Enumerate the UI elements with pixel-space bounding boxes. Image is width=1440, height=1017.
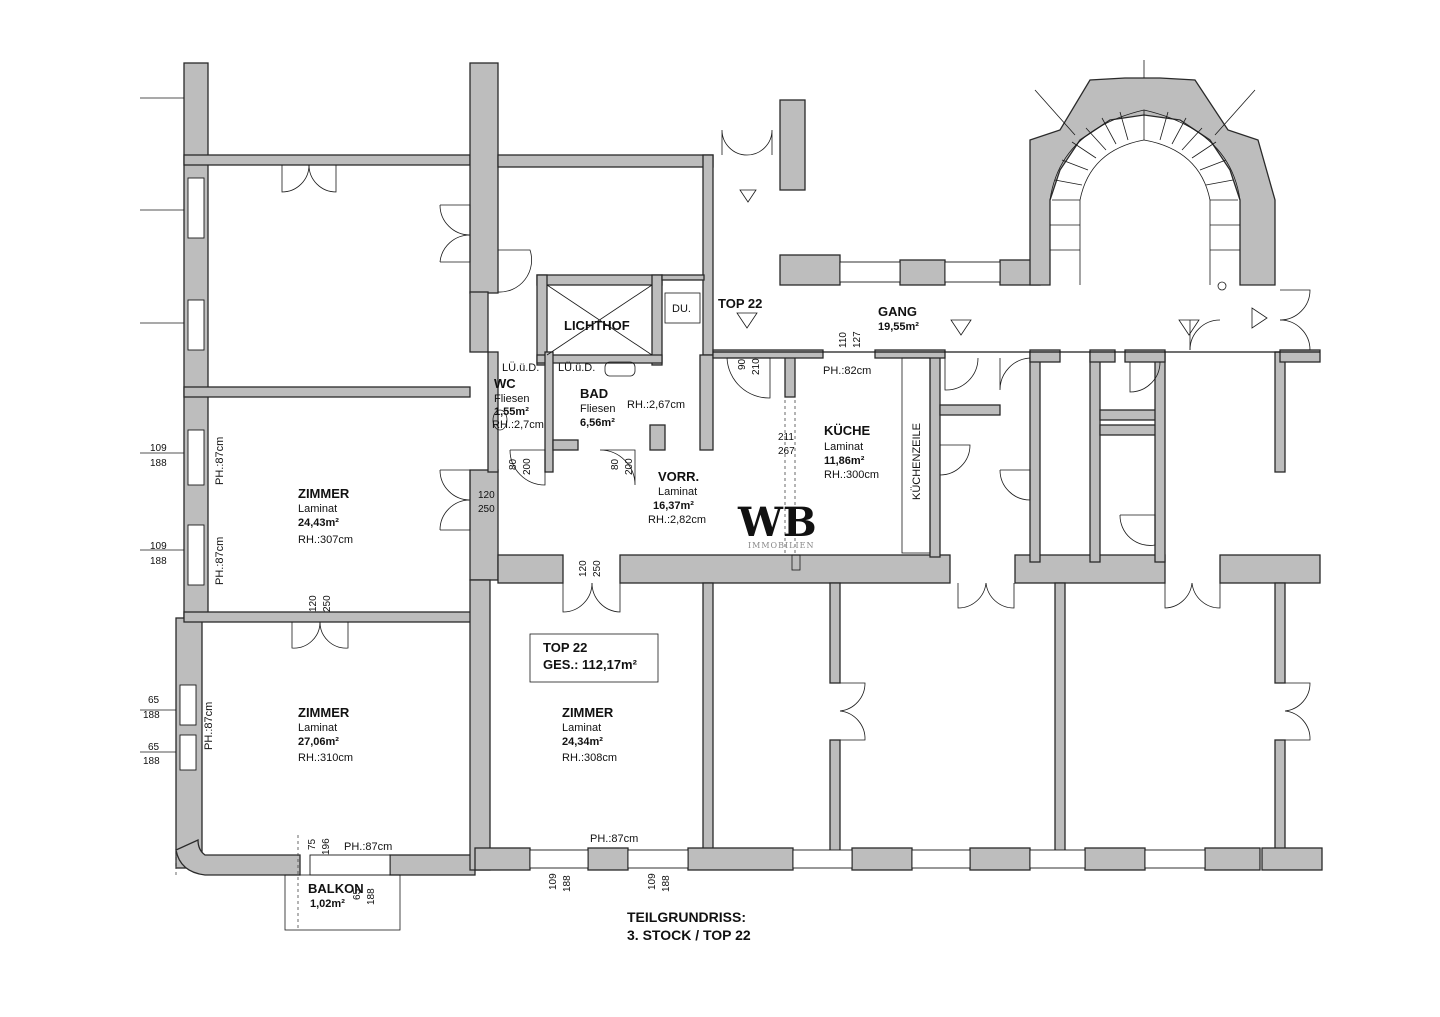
zimmer2-rh: RH.:310cm (298, 752, 353, 764)
bad-area: 6,56m² (580, 417, 615, 429)
svg-text:200: 200 (624, 458, 635, 475)
vorr-area: 16,37m² (653, 500, 694, 512)
svg-text:110: 110 (838, 332, 849, 348)
svg-text:65: 65 (148, 695, 160, 706)
du-name: DU. (672, 303, 691, 315)
svg-text:75: 75 (307, 838, 318, 850)
svg-text:109: 109 (150, 541, 167, 552)
zimmer1-ph-upper: PH.:87cm (214, 437, 226, 485)
zimmer1-rh: RH.:307cm (298, 534, 353, 546)
zimmer3-floor: Laminat (562, 722, 601, 734)
svg-text:196: 196 (321, 838, 332, 855)
svg-text:210: 210 (751, 358, 762, 375)
zimmer1-ph-lower: PH.:87cm (214, 537, 226, 585)
svg-text:188: 188 (661, 875, 672, 892)
svg-text:109: 109 (647, 873, 658, 890)
svg-text:211: 211 (778, 432, 794, 443)
vorr-floor: Laminat (658, 486, 697, 498)
walls (175, 62, 1323, 876)
logo: WB IMMOBILIEN (737, 499, 817, 550)
svg-text:65: 65 (352, 888, 363, 900)
balkon-area: 1,02m² (310, 898, 345, 910)
svg-text:188: 188 (150, 458, 167, 469)
kueche-rh: RH.:300cm (824, 469, 879, 481)
zimmer1-name: ZIMMER (298, 486, 350, 501)
zimmer2-area: 27,06m² (298, 736, 339, 748)
kueche-name: KÜCHE (824, 423, 871, 438)
svg-text:267: 267 (778, 446, 795, 457)
bad-name: BAD (580, 386, 608, 401)
zimmer2-ph: PH.:87cm (203, 702, 215, 750)
svg-text:90: 90 (737, 358, 748, 370)
bad-lud: LÜ.ü.D. (558, 362, 595, 374)
wc-area: 1,55m² (494, 406, 529, 418)
plan-title-line2: 3. STOCK / TOP 22 (627, 927, 751, 943)
svg-text:250: 250 (478, 504, 495, 515)
svg-text:120: 120 (578, 560, 589, 577)
svg-text:80: 80 (508, 458, 519, 470)
lichthof-name: LICHTHOF (564, 318, 630, 333)
svg-text:80: 80 (610, 458, 621, 470)
logo-subtitle: IMMOBILIEN (748, 541, 814, 550)
kueche-floor: Laminat (824, 441, 863, 453)
wc-floor: Fliesen (494, 393, 529, 405)
svg-text:109: 109 (548, 873, 559, 890)
gang-name: GANG (878, 304, 917, 319)
top22-label: TOP 22 (718, 296, 762, 311)
svg-text:250: 250 (592, 560, 603, 577)
svg-text:250: 250 (322, 595, 333, 612)
wc-lud: LÜ.ü.D. (502, 362, 539, 374)
logo-mark: WB (737, 499, 817, 546)
svg-text:188: 188 (143, 756, 160, 767)
svg-text:188: 188 (143, 710, 160, 721)
room-labels: TOP 22 GANG 19,55m² LICHTHOF DU. LÜ.ü.D.… (203, 296, 923, 943)
zimmer1-floor: Laminat (298, 503, 337, 515)
windows (179, 177, 1206, 876)
vorr-rh: RH.:2,82cm (648, 514, 706, 526)
wc-name: WC (494, 376, 516, 391)
zimmer3-ph: PH.:87cm (590, 833, 638, 845)
svg-text:188: 188 (150, 556, 167, 567)
kuechenzeile-label: KÜCHENZEILE (911, 423, 923, 500)
plan-title-line1: TEILGRUNDRISS: (627, 909, 746, 925)
zimmer3-name: ZIMMER (562, 705, 614, 720)
svg-text:200: 200 (522, 458, 533, 475)
wc-rh: RH.:2,7cm (492, 419, 544, 431)
bad-floor: Fliesen (580, 403, 615, 415)
svg-text:109: 109 (150, 443, 167, 454)
svg-text:65: 65 (148, 742, 160, 753)
zimmer1-area: 24,43m² (298, 517, 339, 529)
zimmer2-floor: Laminat (298, 722, 337, 734)
kueche-ph: PH.:82cm (823, 365, 871, 377)
kueche-area: 11,86m² (824, 455, 865, 467)
zimmer2-name: ZIMMER (298, 705, 350, 720)
doors (281, 129, 1311, 741)
gang-area: 19,55m² (878, 321, 919, 333)
summary-top: TOP 22 (543, 640, 587, 655)
vorr-name: VORR. (658, 469, 699, 484)
svg-text:120: 120 (308, 595, 319, 612)
balkon-ph: PH.:87cm (344, 841, 392, 853)
balkon-name: BALKON (308, 881, 364, 896)
staircase (1034, 60, 1256, 291)
svg-text:188: 188 (562, 875, 573, 892)
svg-text:188: 188 (366, 888, 377, 905)
summary-total: GES.: 112,17m² (543, 657, 638, 672)
dimension-labels: 109 188 109 188 65 188 65 188 120 250 12… (143, 331, 863, 905)
svg-text:127: 127 (852, 331, 863, 348)
bad-rh: RH.:2,67cm (627, 399, 685, 411)
zimmer3-area: 24,34m² (562, 736, 603, 748)
zimmer3-rh: RH.:308cm (562, 752, 617, 764)
fixtures (140, 97, 1320, 931)
svg-text:120: 120 (478, 490, 495, 501)
